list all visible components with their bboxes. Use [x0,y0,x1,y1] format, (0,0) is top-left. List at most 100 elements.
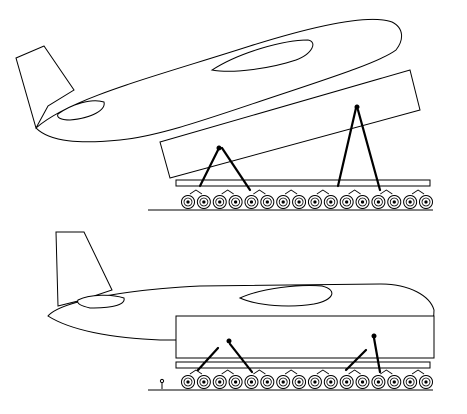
top-wheel-rim [373,197,383,207]
bottom-wheel-hub [281,380,285,384]
bottom-wheel-rim [262,377,272,387]
bottom-wheel-rim [183,377,193,387]
bottom-wheel-hub [408,380,412,384]
top-wheel-hub [297,200,301,204]
top-wheel-hub [202,200,206,204]
top-wheel-bracket [316,189,330,195]
top-wheel-rim [342,197,352,207]
bottom-wheel-hub [234,380,238,384]
top-wheel-hub [249,200,254,204]
bottom-pivot-2 [371,333,377,339]
bottom-wheel-rim [199,377,209,387]
top-pivot-2 [354,104,360,110]
bottom-wheel-hub [313,380,317,384]
top-ram-3 [336,106,358,188]
top-aircraft-wing [210,39,314,72]
top-scene [15,18,433,211]
top-wheel-rim [294,197,304,207]
top-ram-1 [198,148,220,188]
bottom-wheel-bracket [189,369,203,375]
top-wheel-hub [234,200,238,204]
top-wheel-hub [265,200,269,204]
top-wheel-hub [376,200,380,204]
top-wheel-rim [326,197,336,207]
top-wheel-hub [392,200,396,204]
bottom-pivot-1 [226,338,232,344]
bottom-ram-4 [372,336,382,374]
top-aircraft-tailplane [57,100,105,121]
top-wheel-hub [329,200,333,204]
bottom-wheel-hub [265,380,269,384]
top-ram-2 [220,146,252,192]
top-wheel-hub [424,200,428,204]
bottom-wheel-bracket [380,369,393,375]
bottom-wheel-rim [294,377,304,387]
bottom-wheel-bracket [284,369,298,375]
bottom-wheel-hub [218,380,222,384]
bottom-wheel-hub [424,380,428,384]
top-wheel-bracket [348,189,361,195]
bottom-wheel-hub [329,380,333,384]
bottom-ram-2 [228,342,254,374]
bottom-wheel-bracket [316,369,330,375]
top-aircraft-tail-fin [15,45,75,130]
top-wheel-rim [421,197,431,207]
top-wheel-group [181,189,433,209]
bottom-wheel-hub [186,380,190,384]
top-wheel-rim [199,197,209,207]
top-wheel-hub [360,200,365,204]
bottom-wheel-hub [360,380,365,384]
top-wheel-bracket [284,189,298,195]
top-wheel-rim [405,197,415,207]
bottom-wheel-bracket [221,369,234,375]
top-wheel-bracket [221,189,234,195]
top-pivot-1 [216,145,222,151]
bottom-wheel-hub [376,380,380,384]
top-wheel-bracket [411,189,425,195]
top-wheel-bracket [380,189,393,195]
top-wheel-rim [247,197,256,207]
bottom-wheel-hub [202,380,206,384]
top-wheel-rim [389,197,399,207]
top-wheel-hub [408,200,412,204]
bottom-wheel-rim [389,377,399,387]
bottom-wheel-rim [231,377,241,387]
bottom-wheel-hub [345,380,349,384]
top-wheel-rim [183,197,193,207]
bottom-wheel-rim [405,377,415,387]
bottom-lift-rams [196,333,382,374]
bottom-wheel-hub [249,380,254,384]
top-wheel-hub [345,200,349,204]
bottom-wheel-bracket [348,369,361,375]
top-wheel-hub [313,200,317,204]
top-wheel-rim [310,197,320,207]
bottom-wheel-bracket [253,369,266,375]
bottom-wheel-rim [358,377,367,387]
person-figure [159,378,165,389]
top-aircraft [15,18,402,143]
top-wheel-bracket [253,189,266,195]
bottom-wheel-rim [421,377,431,387]
bottom-ram-3 [344,348,368,372]
bottom-chassis [175,361,431,369]
top-wheel-bracket [189,189,203,195]
top-wheel-rim [215,197,225,207]
bottom-wheel-rim [215,377,225,387]
bottom-wheel-rim [310,377,320,387]
bottom-wheel-bracket [411,369,425,375]
top-wheel-rim [358,197,367,207]
bottom-wheel-rim [373,377,383,387]
bottom-cargo-platform [175,315,435,359]
top-ram-4 [356,108,382,192]
top-wheel-rim [278,197,288,207]
top-wheel-rim [231,197,241,207]
bottom-aircraft-wing [238,285,333,307]
bottom-wheel-rim [278,377,288,387]
bottom-aircraft-tailplane [77,294,125,309]
top-wheel-rim [262,197,272,207]
top-wheel-hub [281,200,285,204]
bottom-ram-1 [196,346,220,372]
bottom-wheel-group [181,369,433,389]
